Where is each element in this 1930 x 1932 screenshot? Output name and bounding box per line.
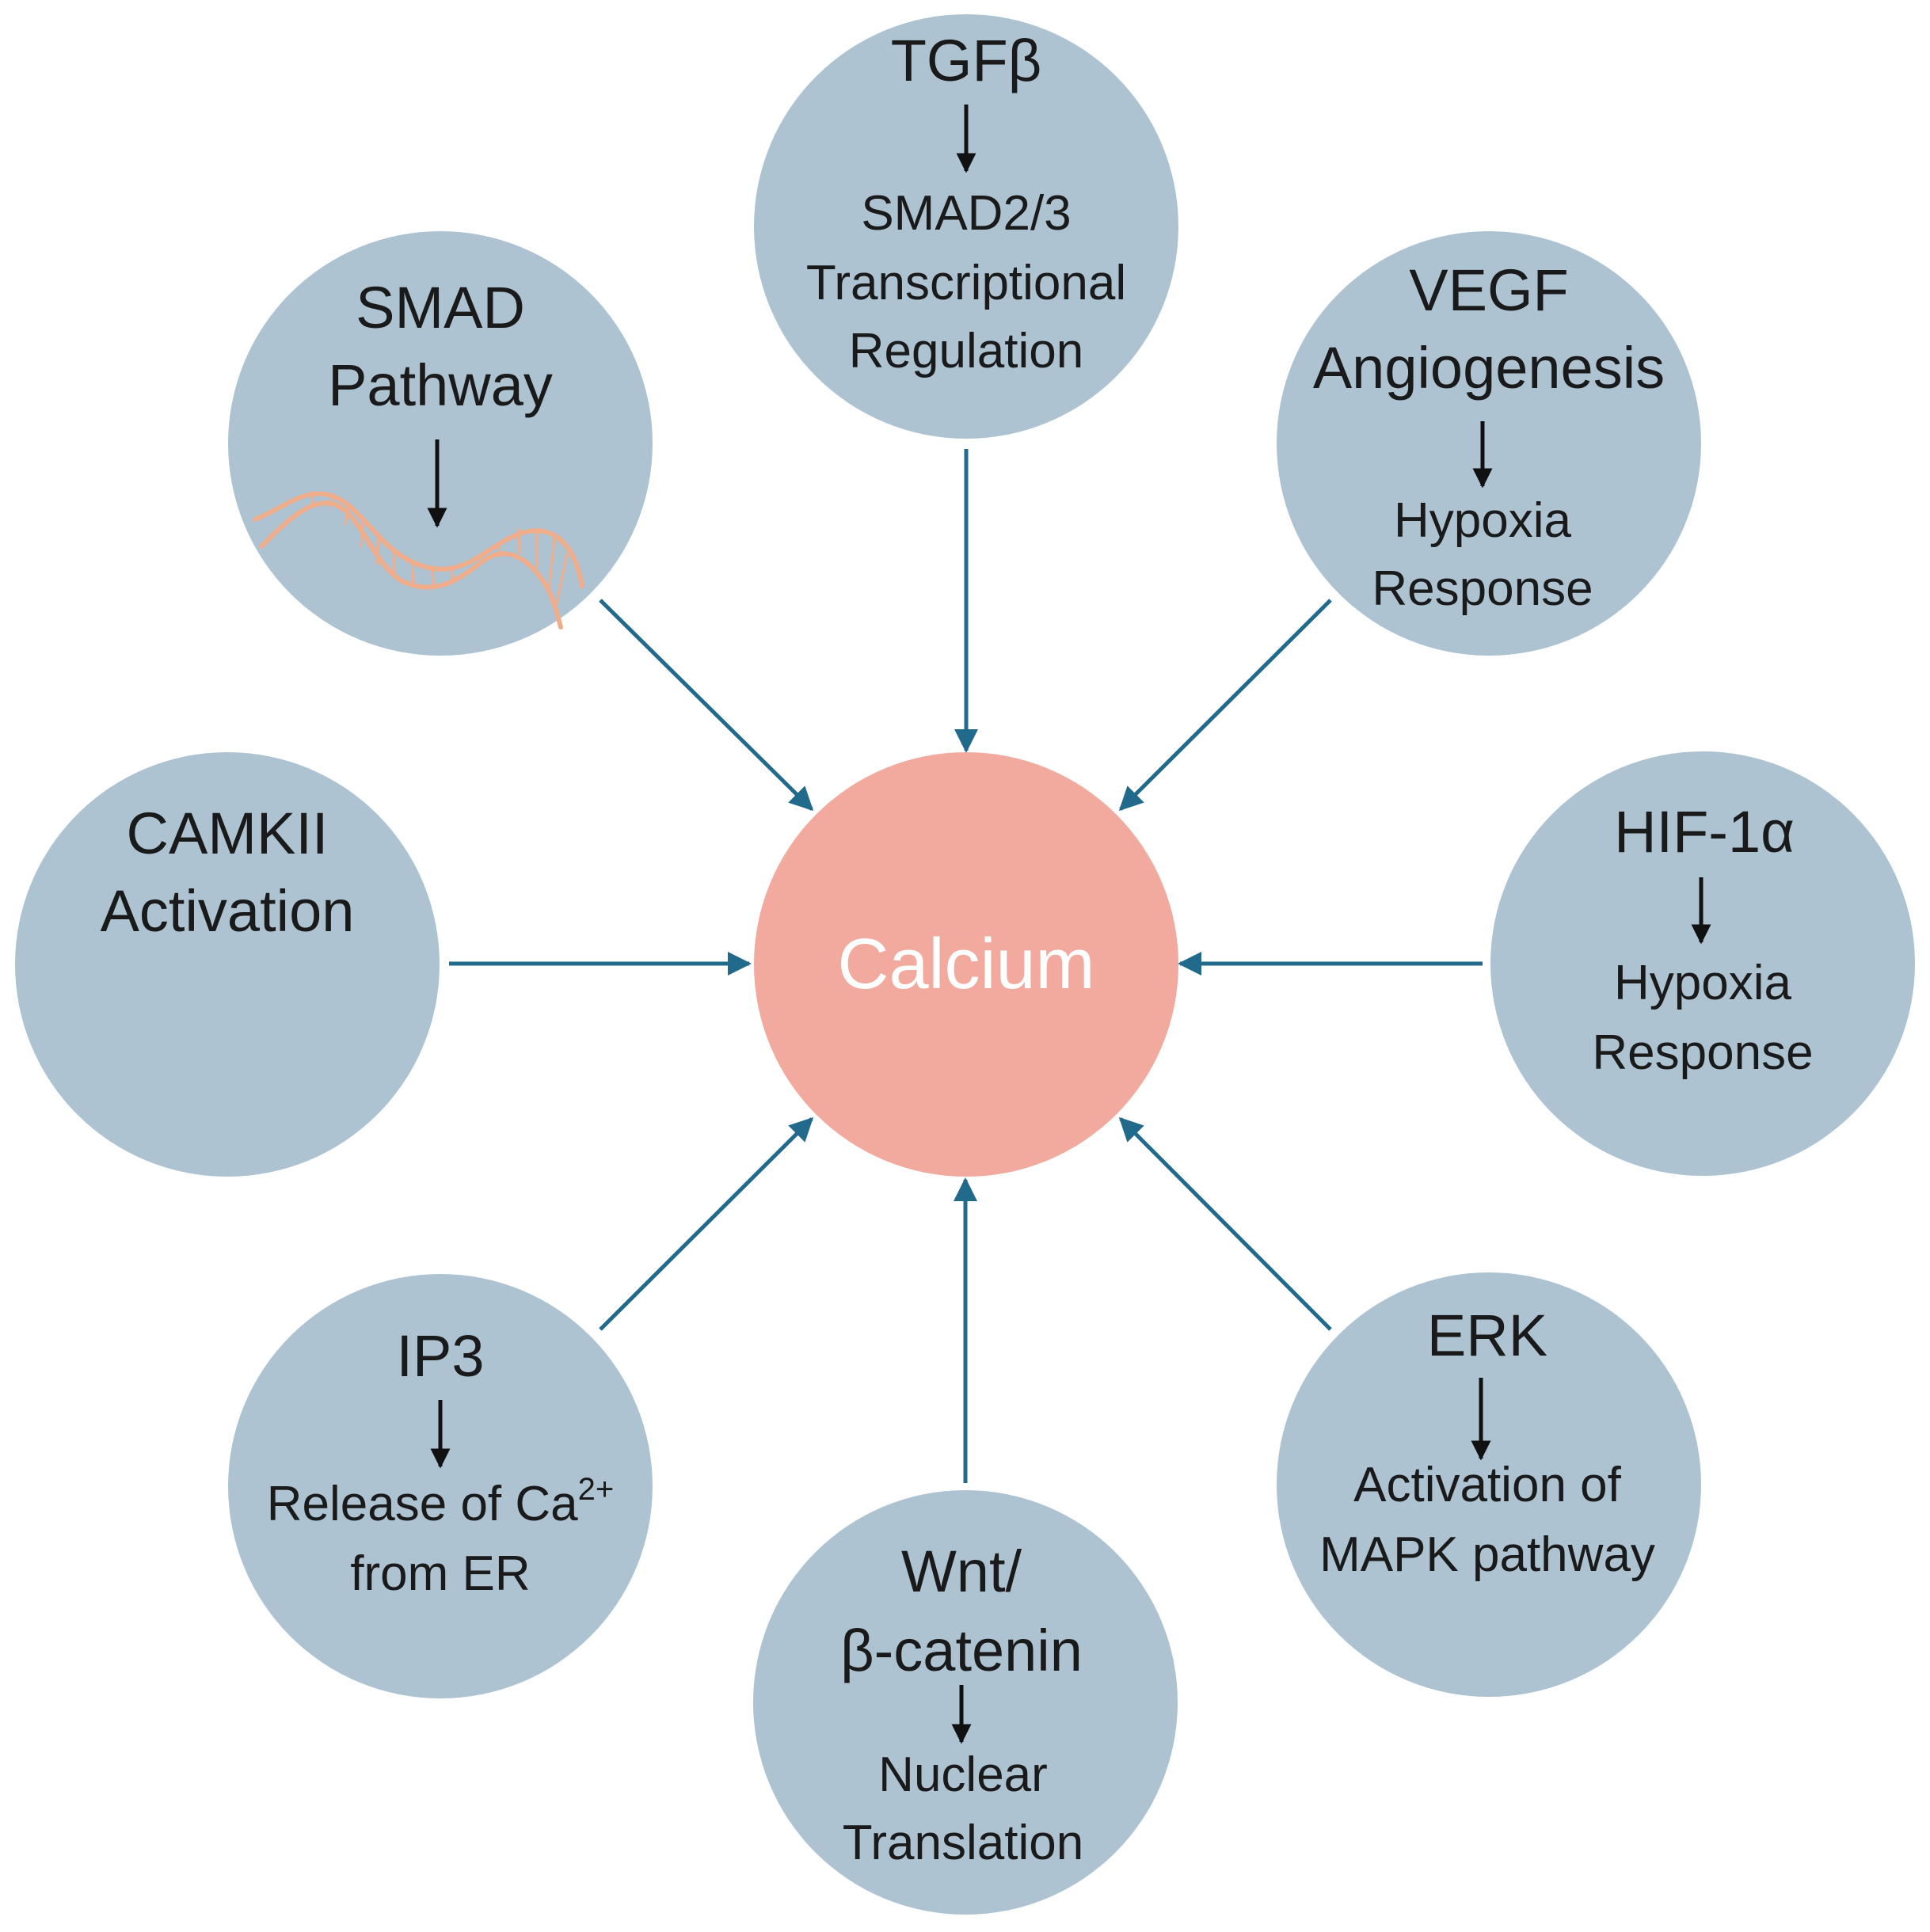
node-camkii-line2: Activation [101, 878, 355, 944]
node-ip3: IP3 Release of Ca2+ from ER [228, 1274, 653, 1698]
node-wnt-line3: Nuclear [878, 1748, 1048, 1802]
calcium-label: Calcium [837, 925, 1094, 1004]
node-tgfb-title: TGFβ [891, 28, 1042, 93]
node-ip3-title: IP3 [396, 1323, 484, 1389]
node-smad-circle [228, 231, 653, 656]
connector-arrows [449, 449, 1483, 1483]
node-wnt-line4: Translation [843, 1816, 1083, 1870]
arrow-smad-to-calcium [599, 599, 814, 812]
node-ip3-line2: Release of Ca2+ [267, 1472, 615, 1531]
node-camkii-title: CAMKII [127, 801, 329, 866]
calcium-circle [754, 752, 1178, 1177]
node-erk-line2: Activation of [1353, 1458, 1622, 1512]
node-camkii: CAMKII Activation [15, 752, 440, 1177]
node-vegf-line3: Hypoxia [1394, 493, 1572, 548]
node-erk: ERK Activation of MAPK pathway [1277, 1272, 1701, 1697]
node-smad: SMAD Pathway [228, 231, 653, 656]
node-tgfb-circle [754, 14, 1178, 439]
arrow-vegf-to-calcium [1118, 599, 1332, 812]
node-tgfb-line2: SMAD2/3 [861, 186, 1071, 241]
node-hif-title: HIF-1α [1614, 799, 1795, 865]
node-vegf-line4: Response [1372, 561, 1593, 616]
node-tgfb-line4: Regulation [849, 324, 1083, 378]
node-smad-title: SMAD [356, 275, 525, 340]
node-erk-line3: MAPK pathway [1319, 1527, 1655, 1582]
node-ip3-circle [228, 1274, 653, 1698]
center-node-calcium: Calcium [754, 752, 1178, 1177]
node-erk-title: ERK [1427, 1303, 1547, 1368]
node-tgfb: TGFβ SMAD2/3 Transcriptional Regulation [754, 14, 1178, 439]
node-hif: HIF-1α Hypoxia Response [1490, 751, 1915, 1176]
node-hif-circle [1490, 751, 1915, 1176]
node-smad-line2: Pathway [328, 352, 553, 418]
node-vegf-line2: Angiogenesis [1313, 335, 1665, 401]
node-wnt-title: Wnt/ [901, 1538, 1022, 1604]
node-camkii-circle [15, 752, 440, 1177]
node-wnt: Wnt/ β-catenin Nuclear Translation [753, 1490, 1178, 1915]
node-wnt-circle [753, 1490, 1178, 1915]
node-hif-line2: Hypoxia [1614, 956, 1792, 1010]
node-hif-line3: Response [1592, 1025, 1813, 1080]
node-tgfb-line3: Transcriptional [806, 256, 1126, 310]
node-wnt-line2: β-catenin [840, 1618, 1083, 1683]
node-ip3-line2-superscript: 2+ [578, 1472, 615, 1507]
dna-helix-icon [253, 491, 584, 629]
node-vegf-title: VEGF [1409, 257, 1568, 323]
arrow-ip3-to-calcium [599, 1116, 814, 1331]
arrow-erk-to-calcium [1118, 1116, 1332, 1331]
node-ip3-line3: from ER [350, 1546, 530, 1601]
node-vegf: VEGF Angiogenesis Hypoxia Response [1277, 231, 1701, 656]
node-erk-circle [1277, 1272, 1701, 1697]
node-vegf-circle [1277, 231, 1701, 656]
node-ip3-line2-text: Release of Ca [267, 1477, 578, 1531]
